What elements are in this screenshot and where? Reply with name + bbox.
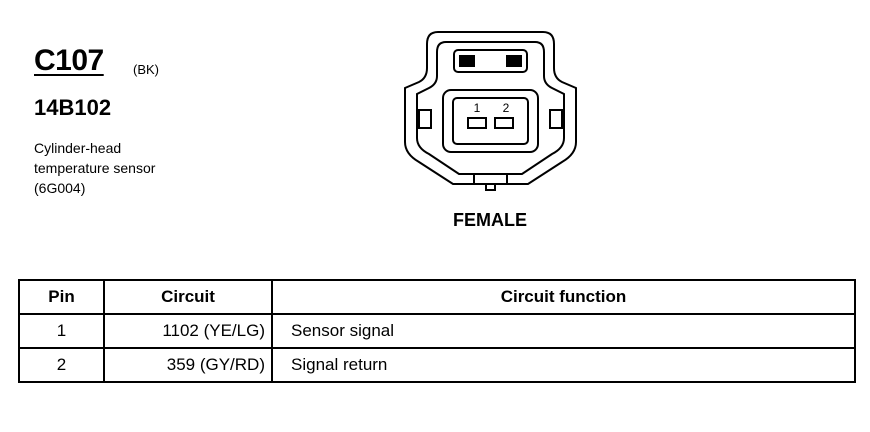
row-circuit: 359 (GY/RD) bbox=[103, 347, 273, 383]
pin-1-label: 1 bbox=[474, 101, 481, 115]
connector-bottom-key bbox=[473, 174, 508, 191]
connector-latch-slot-right bbox=[506, 55, 522, 67]
table-row: 2 359 (GY/RD) Signal return bbox=[18, 347, 856, 383]
header-pin: Pin bbox=[18, 279, 105, 315]
pin-assignment-table: Pin Circuit Circuit function 1 1102 (YE/… bbox=[18, 279, 856, 383]
row-circuit-function: Signal return bbox=[271, 347, 856, 383]
row-pin: 1 bbox=[18, 313, 105, 349]
connector-side-key-right bbox=[549, 109, 563, 129]
connector-view-label: FEMALE bbox=[453, 210, 527, 230]
header-circuit-function: Circuit function bbox=[271, 279, 856, 315]
header-circuit: Circuit bbox=[103, 279, 273, 315]
part-number: 14B102 bbox=[34, 95, 112, 120]
connector-inner-housing bbox=[416, 41, 565, 175]
connector-latch-slot-left bbox=[459, 55, 475, 67]
connector-side-key-left bbox=[418, 109, 432, 129]
connector-face-diagram: 1 2 bbox=[404, 31, 577, 191]
connector-latch bbox=[453, 49, 528, 73]
pin-2-terminal bbox=[494, 117, 514, 129]
table-header-row: Pin Circuit Circuit function bbox=[18, 279, 856, 315]
row-circuit: 1102 (YE/LG) bbox=[103, 313, 273, 349]
terminal-cavity-block bbox=[442, 89, 539, 153]
row-circuit-function: Sensor signal bbox=[271, 313, 856, 349]
connector-outer-housing bbox=[404, 31, 577, 185]
connector-id: C107 bbox=[34, 44, 104, 77]
terminal-cavity-inner bbox=[452, 97, 529, 145]
pin-2-label: 2 bbox=[503, 101, 510, 115]
connector-color-code: (BK) bbox=[133, 62, 159, 77]
table-row: 1 1102 (YE/LG) Sensor signal bbox=[18, 313, 856, 349]
component-description: Cylinder-head temperature sensor (6G004) bbox=[34, 140, 156, 196]
pin-1-terminal bbox=[467, 117, 487, 129]
row-pin: 2 bbox=[18, 347, 105, 383]
